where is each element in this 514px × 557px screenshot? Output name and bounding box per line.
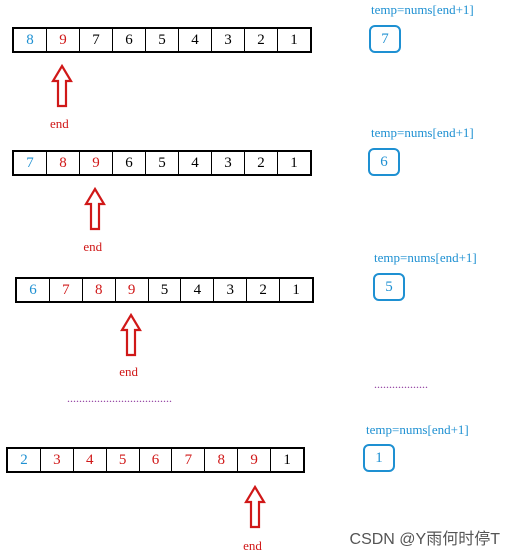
array-cell: 1 xyxy=(292,281,300,298)
array-cell: 5 xyxy=(107,449,140,471)
temp-label: temp=nums[end+1] xyxy=(366,422,469,437)
array-cell: 9 xyxy=(80,152,113,174)
array-cell: 1 xyxy=(283,451,291,468)
temp-label: temp=nums[end+1] xyxy=(371,125,474,140)
array-cell: 8 xyxy=(83,279,116,301)
end-label: end xyxy=(119,364,139,379)
temp-value-box: 7 xyxy=(369,25,401,53)
array-cell: 4 xyxy=(181,279,215,301)
array-cell: 9 xyxy=(116,279,149,301)
temp-value-box: 5 xyxy=(373,273,405,301)
array-cell: 5 xyxy=(146,152,179,174)
end-arrow-icon xyxy=(84,187,107,231)
array-cell: 2 xyxy=(8,449,41,471)
array-cell: 3 xyxy=(41,449,74,471)
array-cell: 1 xyxy=(290,31,298,48)
array-cell: 5 xyxy=(146,29,179,51)
array-cell: 8 xyxy=(14,29,47,51)
array-cell: 6 xyxy=(113,29,146,51)
array-cell: 7 xyxy=(172,449,206,471)
end-arrow-icon xyxy=(244,485,267,529)
array-cell: 8 xyxy=(205,449,239,471)
array-cell: 5 xyxy=(149,279,182,301)
array-cell: 4 xyxy=(74,449,107,471)
end-arrow-icon xyxy=(51,64,73,108)
array-cell: 6 xyxy=(140,449,173,471)
array-cell: 8 xyxy=(47,152,80,174)
array-cell: 1 xyxy=(290,154,298,171)
array-cell: 2 xyxy=(247,279,281,301)
ellipsis-left: ................................... xyxy=(67,391,172,405)
end-label: end xyxy=(50,116,69,131)
array-cell: 6 xyxy=(17,279,50,301)
array-cell: 2 xyxy=(245,152,278,174)
array-cell: 9 xyxy=(238,449,272,471)
array-cell: 2 xyxy=(245,29,278,51)
array-cell: 7 xyxy=(50,279,83,301)
temp-value-box: 1 xyxy=(363,444,395,472)
array-cell: 9 xyxy=(47,29,80,51)
temp-label: temp=nums[end+1] xyxy=(374,250,477,265)
temp-label: temp=nums[end+1] xyxy=(371,2,474,17)
array-cell: 7 xyxy=(14,152,47,174)
array-cell: 3 xyxy=(212,29,245,51)
end-label: end xyxy=(243,538,262,553)
array-cell: 4 xyxy=(179,152,212,174)
array-cell: 7 xyxy=(80,29,113,51)
ellipsis-right: .................. xyxy=(374,377,428,391)
array-cell: 3 xyxy=(212,152,245,174)
temp-value-box: 6 xyxy=(368,148,400,176)
watermark: CSDN @Y雨何时停T xyxy=(349,531,500,548)
array-cell: 3 xyxy=(214,279,248,301)
array-cell: 6 xyxy=(113,152,146,174)
end-label: end xyxy=(83,239,103,254)
array-cell: 4 xyxy=(179,29,212,51)
end-arrow-icon xyxy=(120,313,143,357)
